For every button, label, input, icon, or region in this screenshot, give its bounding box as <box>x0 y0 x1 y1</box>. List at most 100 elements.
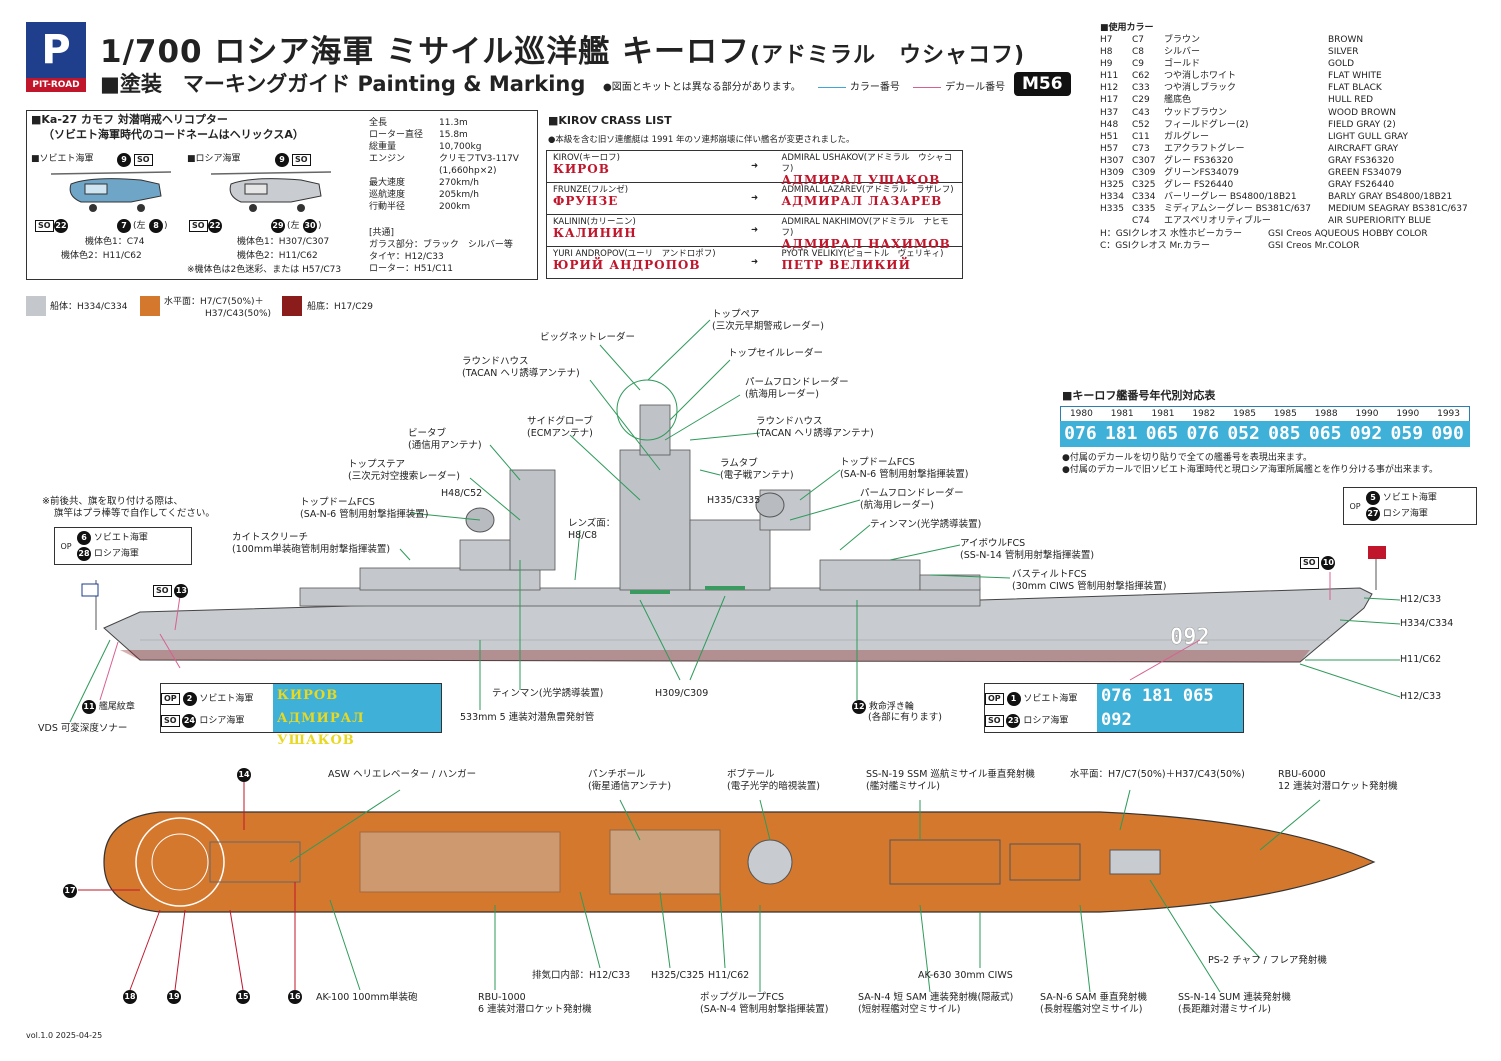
top-label-ak630: AK-630 30mm CIWS <box>918 970 1013 981</box>
decal-badge-28: 28 <box>77 547 91 561</box>
side-label-round-house1b: (TACAN ヘリ誘導アンテナ) <box>462 368 580 379</box>
side-label-round-house1: ラウンドハウス <box>462 356 529 367</box>
decal-name-russia: АДМИРАЛ УШАКОВ <box>277 711 365 748</box>
top-label-rbu6000: RBU-6000 <box>1278 769 1326 780</box>
side-label-top-dome-fcs-r: トップドームFCS <box>840 457 915 468</box>
old-name-cyrillic: КАЛИНИН <box>553 226 637 240</box>
side-label-h12-2: H12/C33 <box>1400 691 1442 702</box>
new-name-cyrillic: АДМИРАЛ ЛАЗАРЕВ <box>781 194 943 208</box>
side-label-bee-hind: ビータブ <box>408 428 447 439</box>
decal-badge-7: 7 <box>117 219 131 233</box>
notice-text: ●図面とキットとは異なる部分があります。 <box>603 82 801 93</box>
side-label-bee-hind-b: (通信用アンテナ) <box>408 440 482 451</box>
hull-number: 076 <box>1064 423 1097 444</box>
top-label-san4: SA-N-4 短 SAM 連装発射機(隠蔽式) <box>858 992 1014 1003</box>
color-number-line-icon <box>817 86 846 88</box>
kirov-class-row: YURI ANDROPOV(ユーリ アンドロポフ)ЮРИЙ АНДРОПОВ➜P… <box>547 246 962 278</box>
decal-badge-16: 16 <box>288 990 302 1004</box>
side-view-ship: 092 <box>69 319 1401 723</box>
so-13-marker: SO 13 <box>153 584 189 598</box>
arrow-right-icon: ➜ <box>750 225 759 235</box>
side-label-vds: VDS 可変深度ソナー <box>38 723 128 734</box>
ka27-soviet-label: ■ソビエト海軍 <box>31 154 94 164</box>
top-label-pop-group-b: (SA-N-4 管制用射撃指揮装置) <box>700 1004 829 1015</box>
top-label-san6-b: (長射程艦対空ミサイル) <box>1040 1004 1143 1015</box>
top-label-exhaust: 排気口内部：H12/C33 <box>532 970 631 981</box>
side-label-palm-frond1: パームフロンドレーダー <box>745 377 849 388</box>
new-name-latin: PYOTR VELIKIY(ピョートル ヴェリキィ) <box>781 249 944 259</box>
flag-marker-stern: OP 6 ソビエト海軍 28 ロシア海軍 <box>54 527 192 565</box>
hull-number: 181 <box>1104 423 1138 444</box>
decal-badge-23: 23 <box>1006 714 1021 728</box>
deck-color-label-2: H37/C43(50%) <box>205 309 272 319</box>
side-label-top-pair2: (三次元早期警戒レーダー) <box>712 321 824 332</box>
top-label-bob-tail: ボブテール <box>727 769 775 780</box>
deck-color-label-1: 水平面：H7/C7(50%)＋ <box>164 297 264 307</box>
decal-badge-30: 30 <box>303 219 317 233</box>
arrow-right-icon: ➜ <box>750 161 759 171</box>
ka27-russia-helicopter <box>211 171 332 212</box>
common-item: ローター：H51/C11 <box>369 264 453 274</box>
life-raft-marker: 12 救命浮き輪 <box>852 700 914 714</box>
common-item: ガラス部分：ブラック シルバー等 <box>369 240 513 250</box>
so-tag: SO <box>134 154 153 166</box>
ka27-russia-label: ■ロシア海軍 <box>187 154 241 164</box>
marker-28-label: ロシア海軍 <box>93 549 139 559</box>
ship-name-marker: OP 2 ソビエト海軍 SO 24 ロシア海軍 КИРОВ АДМИРАЛ УШ… <box>160 683 442 748</box>
side-label-big-net: ビッグネットレーダー <box>540 332 636 343</box>
marker-2-label: ソビエト海軍 <box>199 694 254 704</box>
side-label-top-sail: トップセイルレーダー <box>728 348 824 359</box>
top-label-punch-bowl-b: (衛星通信アンテナ) <box>588 781 672 792</box>
new-name-cyrillic: АДМИРАЛ УШАКОВ <box>781 173 941 187</box>
top-label-ssn14-b: (長距離対潜ミサイル) <box>1178 1004 1271 1015</box>
top-label-h325: H325/C325 <box>651 970 705 981</box>
left-note: (左 <box>287 221 300 231</box>
ka27-color-note: ※機体色は2色迷彩、または H57/C73 <box>187 265 342 275</box>
side-label-tin-man-b: ティンマン(光学誘導装置) <box>492 688 604 699</box>
decal-badge-29: 29 <box>271 219 285 233</box>
marker-27-label: ロシア海軍 <box>1382 509 1428 519</box>
side-label-bass-tilt: バスティルトFCS <box>1012 569 1087 580</box>
new-name-cyrillic: ПЕТР ВЕЛИКИЙ <box>781 258 911 272</box>
old-name-latin: FRUNZE(フルンゼ) <box>553 185 629 195</box>
stern-crest-marker: 11 艦尾紋章 <box>82 700 135 714</box>
pit-road-logo: P PIT-ROAD <box>26 22 86 94</box>
decal-badge-17: 17 <box>63 884 77 898</box>
side-label-side-globe: サイドグローブ <box>527 416 593 427</box>
old-name-cyrillic: ФРУНЗЕ <box>553 194 619 208</box>
flag-marker-bow: OP 5 ソビエト海軍 27 ロシア海軍 <box>1343 487 1477 525</box>
kirov-class-note: ●本級を含む旧ソ連艦艇は 1991 年のソ連邦崩壊に伴い艦名が変更されました。 <box>548 135 855 145</box>
kirov-class-list: KIROV(キーロフ)КИРОВ➜ADMIRAL USHAKOV(アドミラル ウ… <box>546 150 963 279</box>
hull-year: 1982 <box>1192 409 1216 419</box>
kirov-class-row: FRUNZE(フルンゼ)ФРУНЗЕ➜ADMIRAL LAZAREV(アドミラル… <box>547 182 962 214</box>
title-paren: (アドミラル ウシャコフ) <box>750 43 1026 68</box>
top-label-asw: ASW ヘリエレベーター / ハンガー <box>328 769 477 780</box>
old-name-cyrillic: ЮРИЙ АНДРОПОВ <box>553 258 701 272</box>
op-icon: OP <box>60 541 72 551</box>
new-name-cyrillic: АДМИРАЛ НАХИМОВ <box>781 237 951 251</box>
marker-24-label: ロシア海軍 <box>199 716 245 726</box>
top-label-deck-note: 水平面：H7/C7(50%)＋H37/C43(50%) <box>1070 769 1245 780</box>
ka27-soviet-helicopter <box>51 171 172 212</box>
kirov-class-row: KIROV(キーロフ)КИРОВ➜ADMIRAL USHAKOV(アドミラル ウ… <box>547 151 962 186</box>
side-label-h48: H48/C52 <box>441 488 483 499</box>
side-label-h334: H334/C334 <box>1400 618 1454 629</box>
hull-year: 1985 <box>1273 409 1297 419</box>
hull-number: 059 <box>1390 423 1424 444</box>
side-label-top-steer: トップステア <box>348 459 406 470</box>
hull-year: 1988 <box>1314 409 1338 419</box>
